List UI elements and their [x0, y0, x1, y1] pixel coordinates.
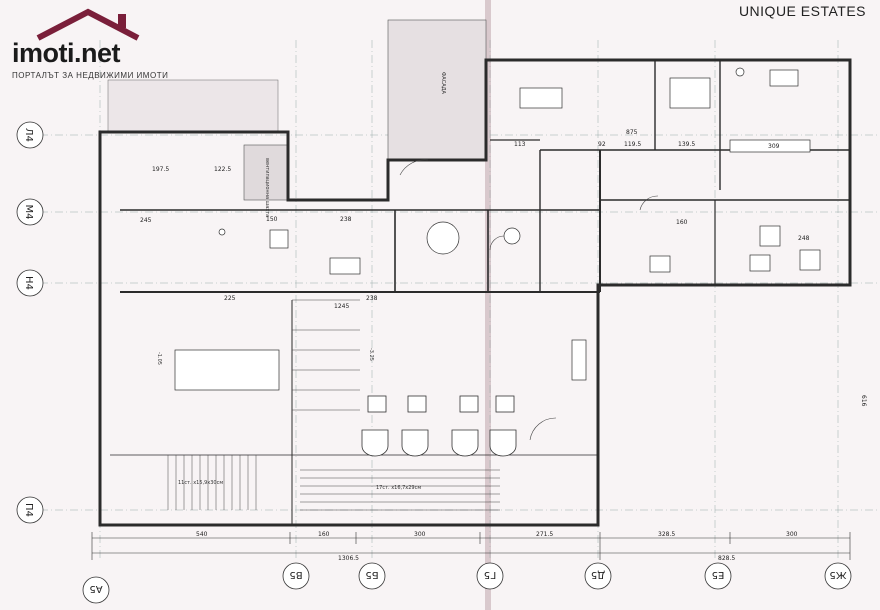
axis-label-a5: А5	[89, 583, 102, 594]
axis-marker-l4: Л4	[16, 121, 44, 149]
axis-marker-zh5: Ж5	[824, 562, 852, 590]
dim-92: 92	[598, 141, 606, 148]
level-upper: -3.25	[368, 348, 374, 361]
logo-wordmark: imoti.net	[12, 38, 121, 68]
axis-marker-b5: Б5	[358, 562, 386, 590]
dim-238b: 238	[366, 295, 378, 302]
dim-616: 616	[860, 395, 867, 407]
axis-label-zh5: Ж5	[829, 569, 846, 580]
shaft-zone	[243, 144, 289, 201]
dim-197: 197.5	[152, 166, 169, 173]
stairs-main-note: 17ст. х16,7х29см	[376, 485, 421, 491]
door-swings	[399, 159, 659, 441]
dim-248: 248	[798, 235, 810, 242]
walls	[98, 58, 852, 527]
dim-245a: 245	[140, 217, 152, 224]
dim-225: 225	[224, 295, 236, 302]
facade-note: ФАСАДА	[440, 72, 446, 95]
axis-label-v5: В5	[289, 569, 302, 580]
interior-dimensions: 245 225 238 1245 238 150 197.5 122.5 875…	[140, 129, 867, 407]
dim-300a: 300	[414, 531, 426, 538]
dim-160i: 160	[676, 219, 688, 226]
dim-300b: 300	[786, 531, 798, 538]
dim-271: 271.5	[536, 531, 553, 538]
agency-watermark: UNIQUE ESTATES	[738, 3, 866, 19]
axis-label-b5: Б5	[365, 569, 378, 580]
logo-tagline: ПОРТАЛЪТ ЗА НЕДВИЖИМИ ИМОТИ	[12, 71, 169, 80]
stairwell-top	[107, 79, 279, 133]
shaft-note: вентилационна шахта	[264, 158, 270, 217]
dim-238a: 238	[340, 216, 352, 223]
dim-139: 139.5	[678, 141, 695, 148]
axis-marker-v5: В5	[282, 562, 310, 590]
axis-marker-g5: Г5	[476, 562, 504, 590]
dim-1245: 1245	[334, 303, 349, 310]
bottom-dimensions-row1: 540 160 300 271.5 328.5 300	[196, 531, 798, 538]
level-lower: -1.05	[156, 352, 162, 365]
axis-label-m4: М4	[23, 205, 34, 220]
stairs	[167, 299, 500, 511]
bottom-dimensions-row2: 1306.5 828.5	[338, 555, 735, 562]
axis-marker-p4: П4	[16, 496, 44, 524]
dim-540: 540	[196, 531, 208, 538]
bottom-dimension-lines	[91, 532, 851, 560]
dim-309: 309	[768, 143, 780, 150]
bar-seats	[361, 395, 517, 457]
dim-1306: 1306.5	[338, 555, 359, 562]
bottom-axis-markers: А5 В5 Б5 Г5 Д5 Е5 Ж5	[82, 562, 852, 604]
dim-113: 113	[514, 141, 526, 148]
dim-122: 122.5	[214, 166, 231, 173]
axis-marker-a5: А5	[82, 576, 110, 604]
left-axis-markers: Л4 М4 Н4 П4	[16, 121, 44, 524]
plan-annotations: 11ст. х15,9х30см 17ст. х16,7х29см -1.05 …	[156, 72, 446, 491]
dim-150: 150	[266, 216, 278, 223]
dim-160: 160	[318, 531, 330, 538]
axis-label-n4: Н4	[23, 276, 34, 290]
dim-119: 119.5	[624, 141, 641, 148]
dim-328: 328.5	[658, 531, 675, 538]
axis-label-e5: Е5	[712, 569, 725, 580]
dim-875: 875	[626, 129, 638, 136]
axis-marker-n4: Н4	[16, 269, 44, 297]
axis-label-d5: Д5	[591, 569, 605, 580]
axis-marker-e5: Е5	[704, 562, 732, 590]
stairs-lower-note: 11ст. х15,9х30см	[178, 480, 223, 486]
axis-label-g5: Г5	[484, 569, 496, 580]
axis-label-p4: П4	[23, 503, 34, 517]
axis-marker-d5: Д5	[584, 562, 612, 590]
fixtures	[174, 67, 821, 391]
house-roof-icon	[36, 8, 140, 41]
facade-zone	[387, 19, 487, 161]
axis-label-l4: Л4	[23, 128, 34, 142]
dim-828: 828.5	[718, 555, 735, 562]
axis-marker-m4: М4	[16, 198, 44, 226]
